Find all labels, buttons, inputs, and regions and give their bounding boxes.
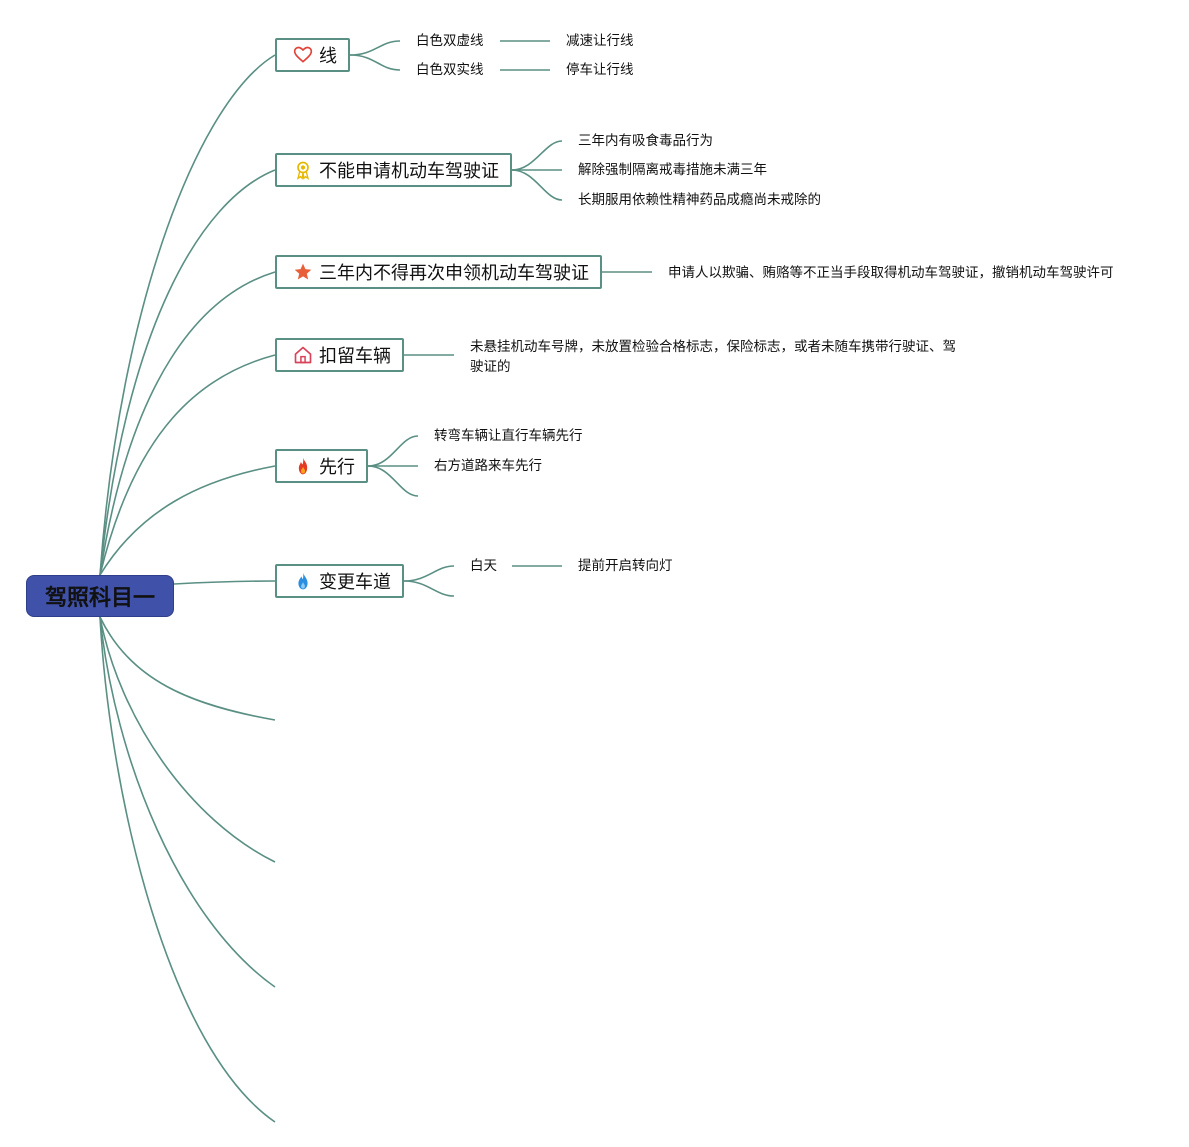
subtopic[interactable]: 解除强制隔离戒毒措施未满三年 [578,162,767,178]
fire-icon [293,456,313,476]
edge-root-yield [99,465,276,576]
edge-root-lane [173,580,276,585]
topic-label: 变更车道 [319,572,391,593]
root-label: 驾照科目一 [44,586,155,611]
star-icon [293,262,313,282]
subtopic[interactable]: 转弯车辆让直行车辆先行 [434,428,583,444]
root-node[interactable]: 驾照科目一 [26,575,174,617]
topic-line[interactable]: 线 [275,38,350,72]
topic-three-years[interactable]: 三年内不得再次申领机动车驾驶证 [275,255,602,289]
edge-root-forbid [99,169,276,576]
topic-label: 扣留车辆 [319,346,391,367]
edge-root-empty-4 [99,616,276,1123]
topic-label: 先行 [319,457,355,478]
edge-root-detain [99,354,276,576]
edge-root-3year [99,271,276,576]
subtopic[interactable]: 停车让行线 [566,62,634,78]
subtopic[interactable]: 右方道路来车先行 [434,458,542,474]
subtopic[interactable]: 提前开启转向灯 [578,558,673,574]
topic-label: 线 [319,46,337,67]
subtopic[interactable]: 白色双虚线 [416,33,484,49]
subtopic[interactable]: 减速让行线 [566,33,634,49]
subtopic[interactable]: 三年内有吸食毒品行为 [578,133,713,149]
topic-label: 三年内不得再次申领机动车驾驶证 [319,263,589,284]
water-drop-icon [293,571,313,591]
subtopic[interactable]: 白天 [470,558,497,574]
edge-root-line [99,54,276,576]
subtopic[interactable]: 白色双实线 [416,62,484,78]
home-icon [293,345,313,365]
topic-right-of-way[interactable]: 先行 [275,449,368,483]
heart-icon [293,45,313,65]
edge-root-empty-2 [99,616,276,863]
award-medal-icon [293,160,313,180]
topic-cannot-apply[interactable]: 不能申请机动车驾驶证 [275,153,512,187]
edge-root-empty-1 [99,616,276,721]
topic-label: 不能申请机动车驾驶证 [319,161,499,182]
topic-detain-vehicle[interactable]: 扣留车辆 [275,338,404,372]
subtopic[interactable]: 未悬挂机动车号牌，未放置检验合格标志，保险标志，或者未随车携带行驶证、驾驶证的 [470,339,956,375]
edge-root-empty-3 [99,616,276,988]
subtopic[interactable]: 长期服用依赖性精神药品成瘾尚未戒除的 [578,192,821,208]
subtopic[interactable]: 申请人以欺骗、贿赂等不正当手段取得机动车驾驶证，撤销机动车驾驶许可 [668,265,1114,281]
topic-change-lane[interactable]: 变更车道 [275,564,404,598]
